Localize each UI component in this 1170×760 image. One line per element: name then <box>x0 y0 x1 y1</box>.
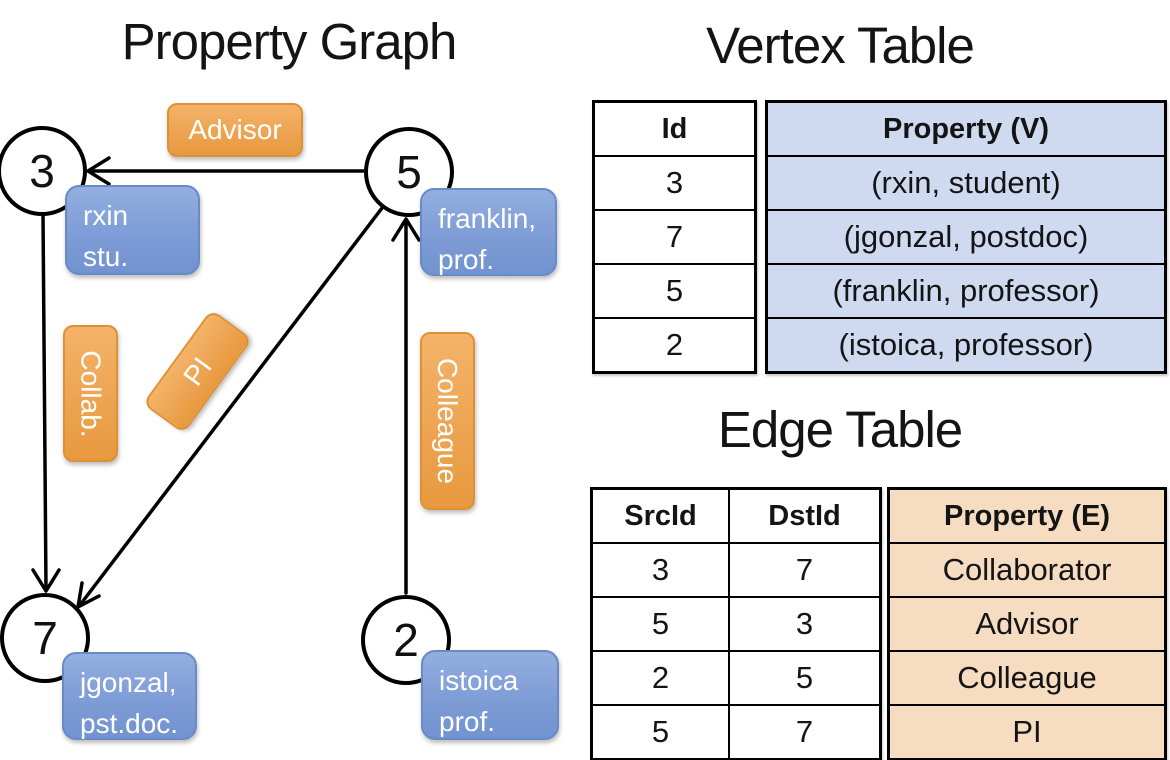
vertex-property-box-istoica: istoica prof. <box>421 650 559 740</box>
vertex-table-title: Vertex Table <box>706 17 975 74</box>
table-row: (rxin, student) <box>765 155 1167 211</box>
vertex-property-box-jgonzal: jgonzal, pst.doc. <box>62 652 197 740</box>
table-row: (jgonzal, postdoc) <box>765 209 1167 265</box>
vertex-col-header-property: Property (V) <box>765 100 1167 157</box>
vertex-table-property-column: Property (V) (rxin, student) (jgonzal, p… <box>765 100 1167 374</box>
edge-arrow-5-to-3 <box>86 156 367 186</box>
node-id-label: 2 <box>393 614 419 666</box>
edge-col-header-property: Property (E) <box>887 487 1167 544</box>
vertex-col-header-id: Id <box>592 100 757 157</box>
node-id-label: 3 <box>29 145 55 197</box>
edge-label-colleague: Colleague <box>420 332 475 510</box>
table-row: 2 <box>592 317 757 374</box>
table-row: 5 3 <box>590 596 882 652</box>
table-row: (franklin, professor) <box>765 263 1167 319</box>
table-row: 7 <box>592 209 757 265</box>
node-id-label: 5 <box>396 146 422 198</box>
edge-arrow-3-to-7 <box>31 212 61 593</box>
table-row: 5 <box>592 263 757 319</box>
edge-col-header-dstid: DstId <box>728 487 882 544</box>
edge-col-header-srcid: SrcId <box>590 487 730 544</box>
table-row: Colleague <box>887 650 1167 706</box>
edge-table-property-column: Property (E) Collaborator Advisor Collea… <box>887 487 1167 760</box>
table-row: (istoica, professor) <box>765 317 1167 374</box>
vertex-table-id-column: Id 3 7 5 2 <box>592 100 757 374</box>
edge-table-title: Edge Table <box>717 401 963 458</box>
graph-node-2: 2 <box>361 595 451 685</box>
edge-arrow-2-to-5 <box>391 217 421 595</box>
table-row: 3 <box>592 155 757 211</box>
graph-edges <box>31 156 421 609</box>
table-row: 3 7 <box>590 542 882 598</box>
vertex-property-box-franklin: franklin, prof. <box>420 188 557 276</box>
table-row: Advisor <box>887 596 1167 652</box>
edge-table-id-columns: SrcId DstId 3 7 5 3 2 5 5 7 <box>590 487 882 760</box>
vertex-property-box-rxin: rxin stu. <box>65 185 200 275</box>
table-row: 2 5 <box>590 650 882 706</box>
edge-label-collab: Collab. <box>63 325 118 462</box>
table-row: 5 7 <box>590 704 882 760</box>
table-row: PI <box>887 704 1167 760</box>
property-graph-title: Property Graph <box>121 13 458 70</box>
edge-label-advisor: Advisor <box>167 103 303 157</box>
node-id-label: 7 <box>32 612 58 664</box>
table-row: Collaborator <box>887 542 1167 598</box>
